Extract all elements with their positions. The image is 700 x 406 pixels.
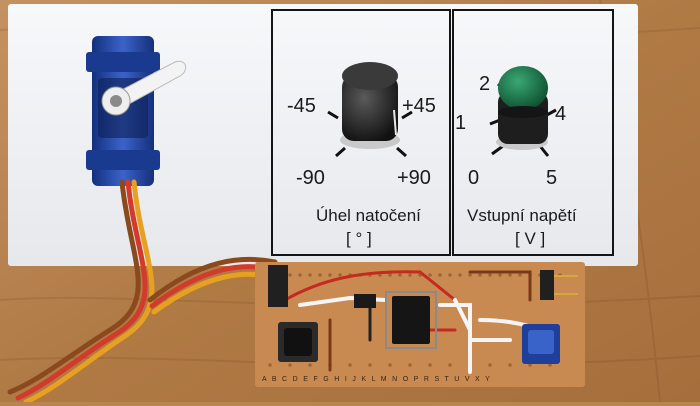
angle-label-minus45: -45 <box>287 95 316 117</box>
voltage-unit: [ V ] <box>515 229 546 248</box>
voltage-label-4: 4 <box>555 103 567 125</box>
left-panel-frame <box>271 9 451 256</box>
voltage-caption: Vstupní napětí <box>467 206 577 225</box>
voltage-label-0: 0 <box>468 167 480 189</box>
pcb-board <box>255 262 585 387</box>
angle-knob <box>327 62 413 158</box>
angle-unit: [ ° ] <box>346 229 372 248</box>
angle-label-minus90: -90 <box>296 167 325 189</box>
right-panel-frame <box>452 9 614 256</box>
voltage-label-5: 5 <box>546 167 558 189</box>
angle-label-plus45: +45 <box>402 95 436 117</box>
voltage-label-2: 2 <box>479 73 491 95</box>
voltage-label-1: 1 <box>455 112 467 134</box>
angle-label-plus90: +90 <box>397 167 431 189</box>
servo-motor <box>86 36 187 186</box>
voltage-knob <box>489 66 557 157</box>
angle-caption: Úhel natočení <box>316 206 421 225</box>
pcb-row-letters: A B C D E F G H I J K L M N O P R S T U … <box>262 376 492 383</box>
